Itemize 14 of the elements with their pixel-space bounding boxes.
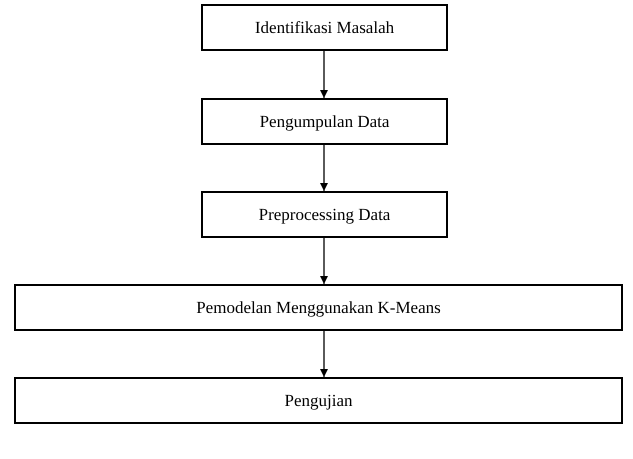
step-label: Pengujian	[284, 390, 352, 410]
process-box	[14, 284, 623, 331]
process-box	[201, 4, 448, 51]
process-box	[201, 191, 448, 238]
arrow	[320, 331, 328, 377]
process-box	[14, 377, 623, 424]
arrow	[320, 145, 328, 191]
step-label: Pemodelan Menggunakan K-Means	[196, 298, 441, 318]
process-box	[201, 98, 448, 145]
arrow	[320, 51, 328, 98]
step-label: Identifikasi Masalah	[254, 18, 394, 38]
arrow	[320, 238, 328, 284]
step-label: Preprocessing Data	[258, 204, 390, 224]
step-label: Pengumpulan Data	[260, 112, 390, 132]
